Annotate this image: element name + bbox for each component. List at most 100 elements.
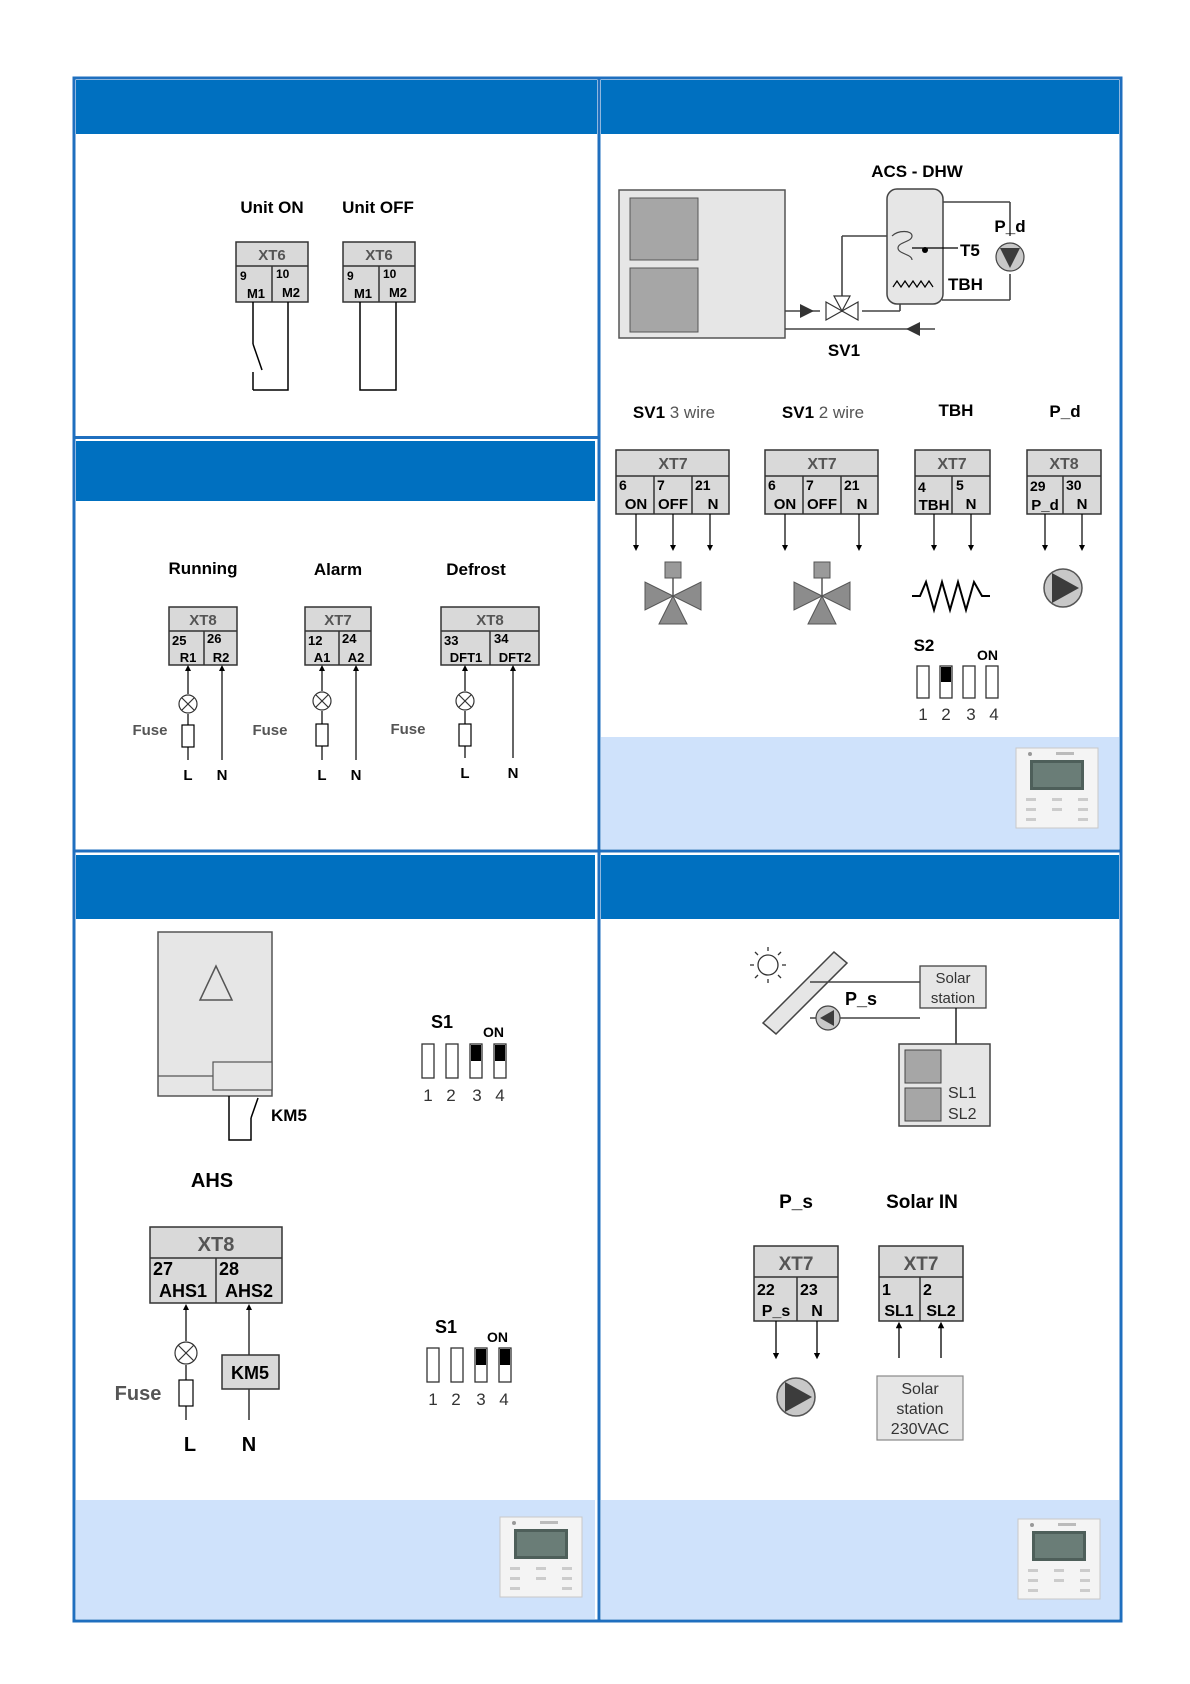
solar-collector (761, 950, 849, 1036)
pump-icon (995, 242, 1025, 272)
lamp-icon (455, 691, 475, 711)
dip-switch-s1-top (421, 1043, 507, 1079)
block-name: XT7 (904, 1254, 939, 1275)
dip-switch-s2 (916, 665, 999, 699)
terminal-number: 24 (342, 631, 357, 646)
circuit-running (181, 665, 225, 760)
terminal-number: 29 (1030, 478, 1046, 494)
block-name: XT8 (198, 1234, 235, 1256)
terminal-block-xt7-solar-in: XT7 1 2 SL1 SL2 (878, 1245, 964, 1322)
dip-switch-name: S2 (914, 636, 935, 655)
dip-number: 1 (918, 705, 927, 724)
output-arrows-sv1-2wire (782, 514, 862, 551)
sv1-label: SV1 (828, 341, 860, 360)
terminal-block-xt6-off: XT6 9 10 M1 M2 (342, 241, 416, 303)
label-sv1-2wire: SV1 2 wire (782, 403, 864, 422)
pipe-lines (785, 201, 1011, 330)
fuse-label: Fuse (390, 721, 425, 738)
dip-number: 2 (941, 705, 950, 724)
lamp-icon (174, 1341, 198, 1365)
block-name: XT7 (324, 612, 352, 629)
dip-number: 4 (499, 1390, 508, 1409)
panel-dhw: ACS - DHW SV1 (615, 162, 1102, 724)
terminal-signal: P_s (762, 1303, 791, 1320)
block-name: XT8 (1049, 456, 1078, 473)
solar-station-230-box (876, 1375, 964, 1441)
terminal-signal: A1 (314, 650, 331, 665)
terminal-signal: TBH (919, 497, 950, 514)
dip-switch-slot (421, 1043, 435, 1079)
dip-switch-knob-on (500, 1349, 510, 1365)
header-bar-solar (601, 855, 1119, 919)
solar-station-line2: station (931, 990, 975, 1007)
dip-switch-name: S1 (435, 1317, 457, 1337)
sun-icon (750, 947, 786, 983)
header-bar-onoff (76, 80, 597, 134)
terminal-block-xt8-pd: XT8 29 30 P_d N (1026, 449, 1102, 515)
terminal-number: 9 (347, 269, 354, 283)
dip-switch-slot (445, 1043, 459, 1079)
km5-contact (228, 1096, 259, 1141)
terminal-number: 30 (1066, 477, 1082, 493)
dip-number: 1 (423, 1086, 432, 1105)
line-label: L (184, 1434, 196, 1456)
dip-number: 3 (472, 1086, 481, 1105)
terminal-signal: SL1 (884, 1303, 913, 1320)
terminal-number: 7 (657, 477, 665, 493)
dip-switch-name: S1 (431, 1012, 453, 1032)
flow-arrow (906, 322, 920, 336)
tbh-label: TBH (948, 275, 983, 294)
dip-switch-on: ON (977, 647, 998, 663)
header-bar-status (76, 441, 595, 501)
dip-switch-s1-bottom (426, 1347, 512, 1383)
output-arrows-pd (1042, 514, 1085, 551)
terminal-signal: N (1077, 496, 1088, 513)
terminal-number: 28 (219, 1259, 239, 1279)
terminal-number: 6 (619, 477, 627, 493)
terminal-signal: N (857, 496, 868, 513)
switch-open (252, 302, 289, 391)
fuse-label: Fuse (252, 722, 287, 739)
dip-number: 2 (446, 1086, 455, 1105)
block-name: XT7 (779, 1254, 814, 1275)
terminal-number: 1 (882, 1282, 891, 1299)
label-unit-off: Unit OFF (342, 198, 414, 217)
circuit-ahs (178, 1304, 252, 1420)
dip-switch-slot (450, 1347, 464, 1383)
dip-number: 4 (495, 1086, 504, 1105)
terminal-number: 23 (800, 1282, 818, 1299)
panel-status: Running Alarm Defrost XT8 25 26 R1 R2 Fu… (132, 559, 540, 784)
terminal-number: 12 (308, 633, 322, 648)
terminal-number: 33 (444, 633, 458, 648)
block-name: XT7 (937, 456, 966, 473)
terminal-number: 10 (276, 267, 290, 281)
dip-number: 4 (989, 705, 998, 724)
terminal-signal: OFF (658, 496, 688, 513)
terminal-signal: M2 (282, 285, 300, 300)
three-way-valve-icon (825, 295, 859, 322)
terminal-signal: DFT1 (450, 650, 483, 665)
panel-solar: P_s Solar station SL1 SL2 P_s Solar IN X… (750, 947, 991, 1441)
terminal-signal: A2 (348, 650, 365, 665)
terminal-number: 6 (768, 477, 776, 493)
dhw-tank (886, 188, 958, 305)
header-bar-ahs (76, 855, 595, 919)
heat-pump-unit (618, 189, 786, 339)
terminal-signal: DFT2 (499, 650, 532, 665)
dip-switch-slot (916, 665, 930, 699)
dip-number: 3 (476, 1390, 485, 1409)
circuit-defrost (458, 665, 516, 758)
terminal-block-xt6-on: XT6 9 10 M1 M2 (235, 241, 309, 303)
neutral-label: N (508, 765, 519, 782)
terminal-number: 34 (494, 631, 509, 646)
terminal-number: 10 (383, 267, 397, 281)
circuit-alarm (315, 665, 359, 760)
label-unit-on: Unit ON (240, 198, 303, 217)
terminal-signal: AHS1 (159, 1281, 207, 1301)
terminal-number: 21 (844, 477, 860, 493)
dip-switch-on: ON (487, 1329, 508, 1345)
terminal-signal: M1 (354, 286, 372, 301)
terminal-signal: N (811, 1303, 823, 1320)
terminal-block-xt8-running: XT8 25 26 R1 R2 (168, 606, 238, 666)
